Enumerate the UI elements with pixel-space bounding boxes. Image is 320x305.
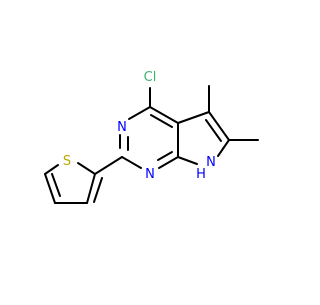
bond-c6-n7 (217, 139, 230, 157)
nitrogen-bottom-label: N (145, 167, 155, 182)
hydrogen-nh-label: H (196, 167, 206, 182)
bond-thio-c4-c5 (44, 173, 56, 204)
bond-n7-c7a (177, 156, 198, 165)
bond-c4-c4a-inner (150, 114, 173, 128)
bond-c4a-c5 (177, 111, 210, 124)
bond-thio-s-c2 (77, 162, 96, 175)
atom-labels: Cl N N N H S (63, 70, 216, 182)
bond-c2-n1 (121, 156, 142, 169)
bond-c5-c6 (208, 111, 230, 141)
bond-n1-c7a (158, 156, 179, 169)
bond-thio-c4-c5-inner (51, 173, 61, 197)
bond-thio-c2-c3-inner (93, 177, 103, 203)
bond-n1-c7a-inner (157, 151, 173, 161)
bond-c4-n3 (128, 106, 151, 120)
structure-canvas: Cl N N N H S (44, 70, 259, 204)
sulfur-label: S (63, 154, 71, 169)
molecule-diagram: Cl N N N H S (44, 70, 259, 204)
chlorine-label: Cl (144, 70, 157, 85)
nitrogen-top-label: N (117, 120, 127, 135)
nitrogen-nh-label: N (206, 155, 216, 170)
bond-thio-c5-s (44, 164, 59, 175)
bond-c5-c6-inner (205, 119, 222, 142)
bond-thio-c2-c3 (86, 173, 96, 204)
bond-c2-thiophene (94, 156, 123, 175)
bond-c4-c4a (149, 106, 179, 124)
bonds (44, 85, 259, 204)
